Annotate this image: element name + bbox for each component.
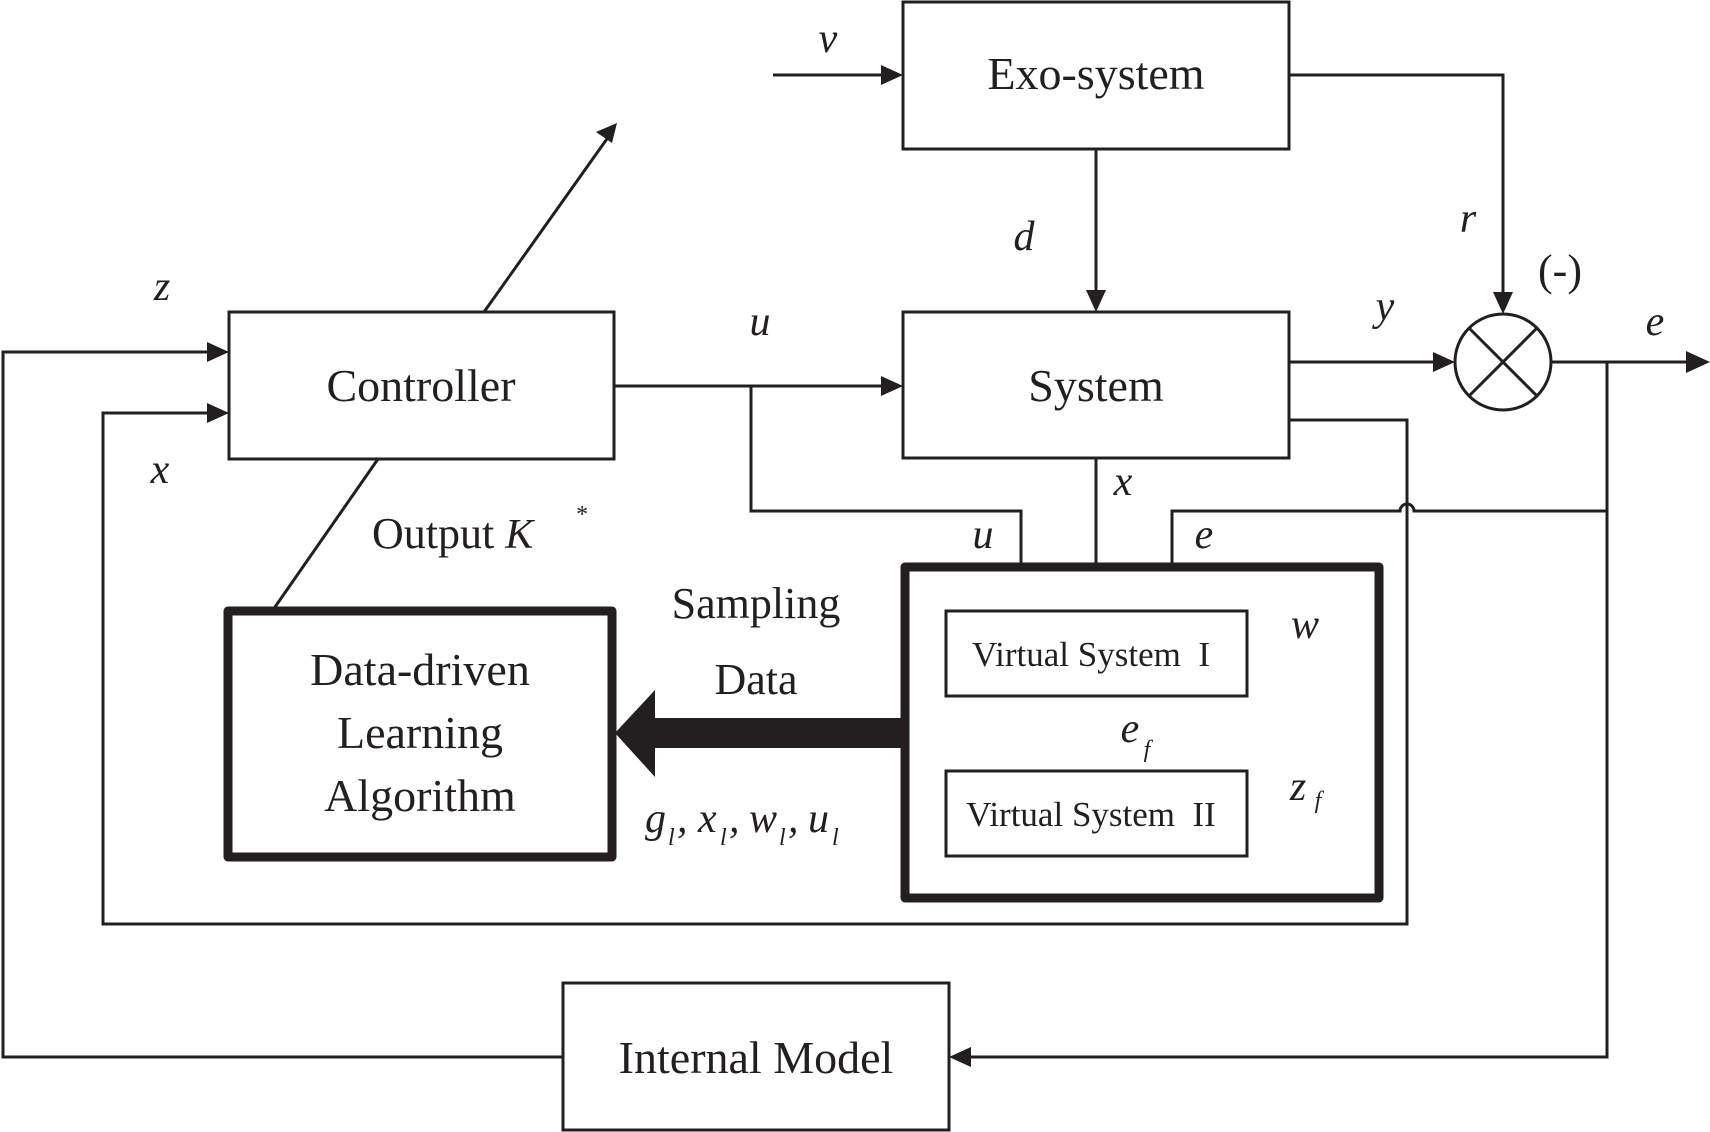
sample-var-x: x (697, 796, 717, 842)
wire-controller-tuning (482, 135, 611, 313)
signal-e-f-label: e f (1121, 706, 1154, 763)
svg-text:Output K: Output K (372, 509, 535, 558)
learning-label-line1: Data-driven (310, 644, 530, 695)
signal-v-label: v (819, 16, 838, 62)
signal-x-system-label: x (1113, 459, 1133, 505)
wire-r (1289, 73, 1505, 296)
wire-u-branch (749, 386, 1023, 592)
signal-x-left-label: x (150, 447, 170, 493)
internal-model-block (561, 981, 951, 1132)
svg-text:,: , (677, 796, 688, 842)
signal-w-label: w (1291, 602, 1319, 648)
system-block (901, 310, 1291, 460)
controller-label: Controller (326, 360, 515, 411)
virtual-system-1-label: Virtual System I (972, 635, 1210, 674)
internal-model-label: Internal Model (619, 1032, 894, 1083)
svg-text:z: z (1289, 764, 1306, 810)
virtual-system-2-label: Virtual System II (966, 795, 1216, 834)
learning-label-line3: Algorithm (324, 770, 516, 821)
arrowhead-controller-tuning (596, 123, 617, 143)
arrowhead-r (1493, 292, 1513, 314)
exo-system-block (901, 0, 1291, 151)
output-k-annotation: Output K * (372, 502, 587, 558)
svg-text:,: , (729, 796, 740, 842)
learning-algorithm-block (223, 606, 617, 862)
arrowhead-x-feedback (207, 403, 229, 423)
sample-variables: g l , x l , w l , u l (645, 796, 839, 851)
signal-e-branch-label: e (1195, 512, 1214, 558)
arrowhead-y (1433, 352, 1455, 372)
exo-system-label: Exo-system (987, 48, 1204, 99)
signal-u-label: u (750, 299, 771, 345)
wire-z (1, 350, 563, 1059)
svg-text:f: f (1315, 788, 1325, 814)
signal-u-branch-label: u (973, 512, 994, 558)
sampling-data-arrow (615, 690, 903, 777)
signal-y-label: y (1372, 284, 1395, 330)
arrowhead-v (881, 65, 903, 85)
signal-d-label: d (1014, 214, 1036, 260)
summing-sign-label: (-) (1538, 246, 1582, 295)
svg-text:l: l (720, 825, 727, 851)
arrowhead-d (1086, 290, 1106, 312)
arrowhead-internal-model (949, 1047, 971, 1067)
svg-text:*: * (575, 502, 587, 528)
svg-text:l: l (832, 825, 839, 851)
signal-e-out-label: e (1646, 299, 1665, 345)
controller-block (227, 310, 616, 461)
signal-z-label: z (153, 264, 170, 310)
learning-label-line2: Learning (337, 707, 503, 758)
system-label: System (1028, 360, 1164, 411)
signal-z-f-label: z f (1289, 764, 1325, 814)
sample-var-u: u (808, 796, 829, 842)
arrowhead-u (881, 376, 903, 396)
svg-text:,: , (788, 796, 799, 842)
sample-var-w: w (749, 796, 777, 842)
svg-text:l: l (668, 825, 675, 851)
data-label: Data (714, 655, 797, 704)
wire-output-k (273, 458, 380, 608)
arrowhead-e-out (1686, 351, 1710, 373)
svg-text:f: f (1144, 737, 1154, 763)
wire-x-feedback (101, 411, 1409, 926)
summing-junction (1453, 312, 1553, 412)
virtual-system-1-block (944, 609, 1249, 698)
svg-text:l: l (779, 825, 786, 851)
sample-var-g: g (645, 796, 666, 842)
wire-e-internal-model (966, 362, 1609, 1059)
virtual-system-2-block (944, 769, 1249, 858)
svg-text:e: e (1121, 706, 1140, 752)
arrowhead-z (207, 342, 229, 362)
signal-r-label: r (1460, 196, 1477, 242)
sampling-label: Sampling (672, 579, 841, 628)
